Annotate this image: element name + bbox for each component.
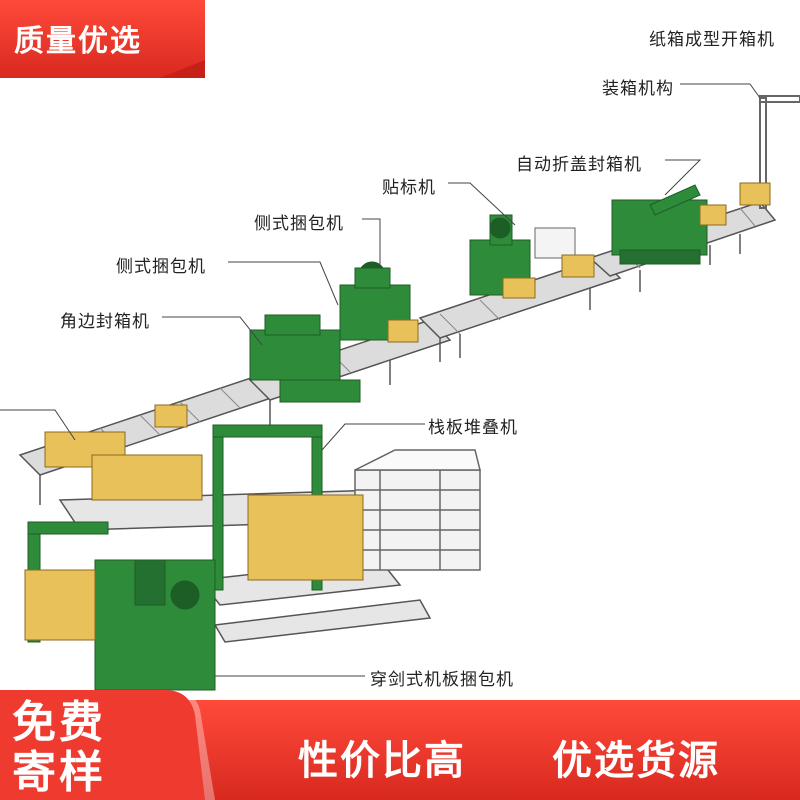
promo-free-text: 免费: [12, 697, 106, 748]
pallet-stacker-rack: [354, 449, 481, 571]
label-corner-sealer: 角边封箱机: [60, 312, 150, 332]
leader-lines: [0, 83, 761, 677]
label-pallet-stacker: 栈板堆叠机: [428, 418, 518, 438]
label-auto-folder-sealer: 自动折盖封箱机: [516, 155, 642, 175]
label-side-strapper-2: 侧式捆包机: [116, 257, 206, 277]
label-labeler: 贴标机: [382, 178, 436, 198]
promo-bar: [0, 690, 800, 800]
label-side-strapper-1: 侧式捆包机: [254, 214, 344, 234]
label-case-packer: 装箱机构: [602, 79, 674, 99]
label-carton-former: 纸箱成型开箱机: [649, 30, 775, 50]
promo-slogan-left: 性价比高: [298, 738, 466, 784]
quality-badge: [0, 0, 205, 78]
promo-sample-text: 寄样: [12, 747, 106, 798]
promo-slogan-right: 优选货源: [552, 738, 720, 784]
cargo-boxes: [24, 182, 771, 641]
quality-badge-label: 质量优选: [14, 24, 142, 59]
label-pallet-strapper: 穿剑式机板捆包机: [370, 670, 514, 690]
